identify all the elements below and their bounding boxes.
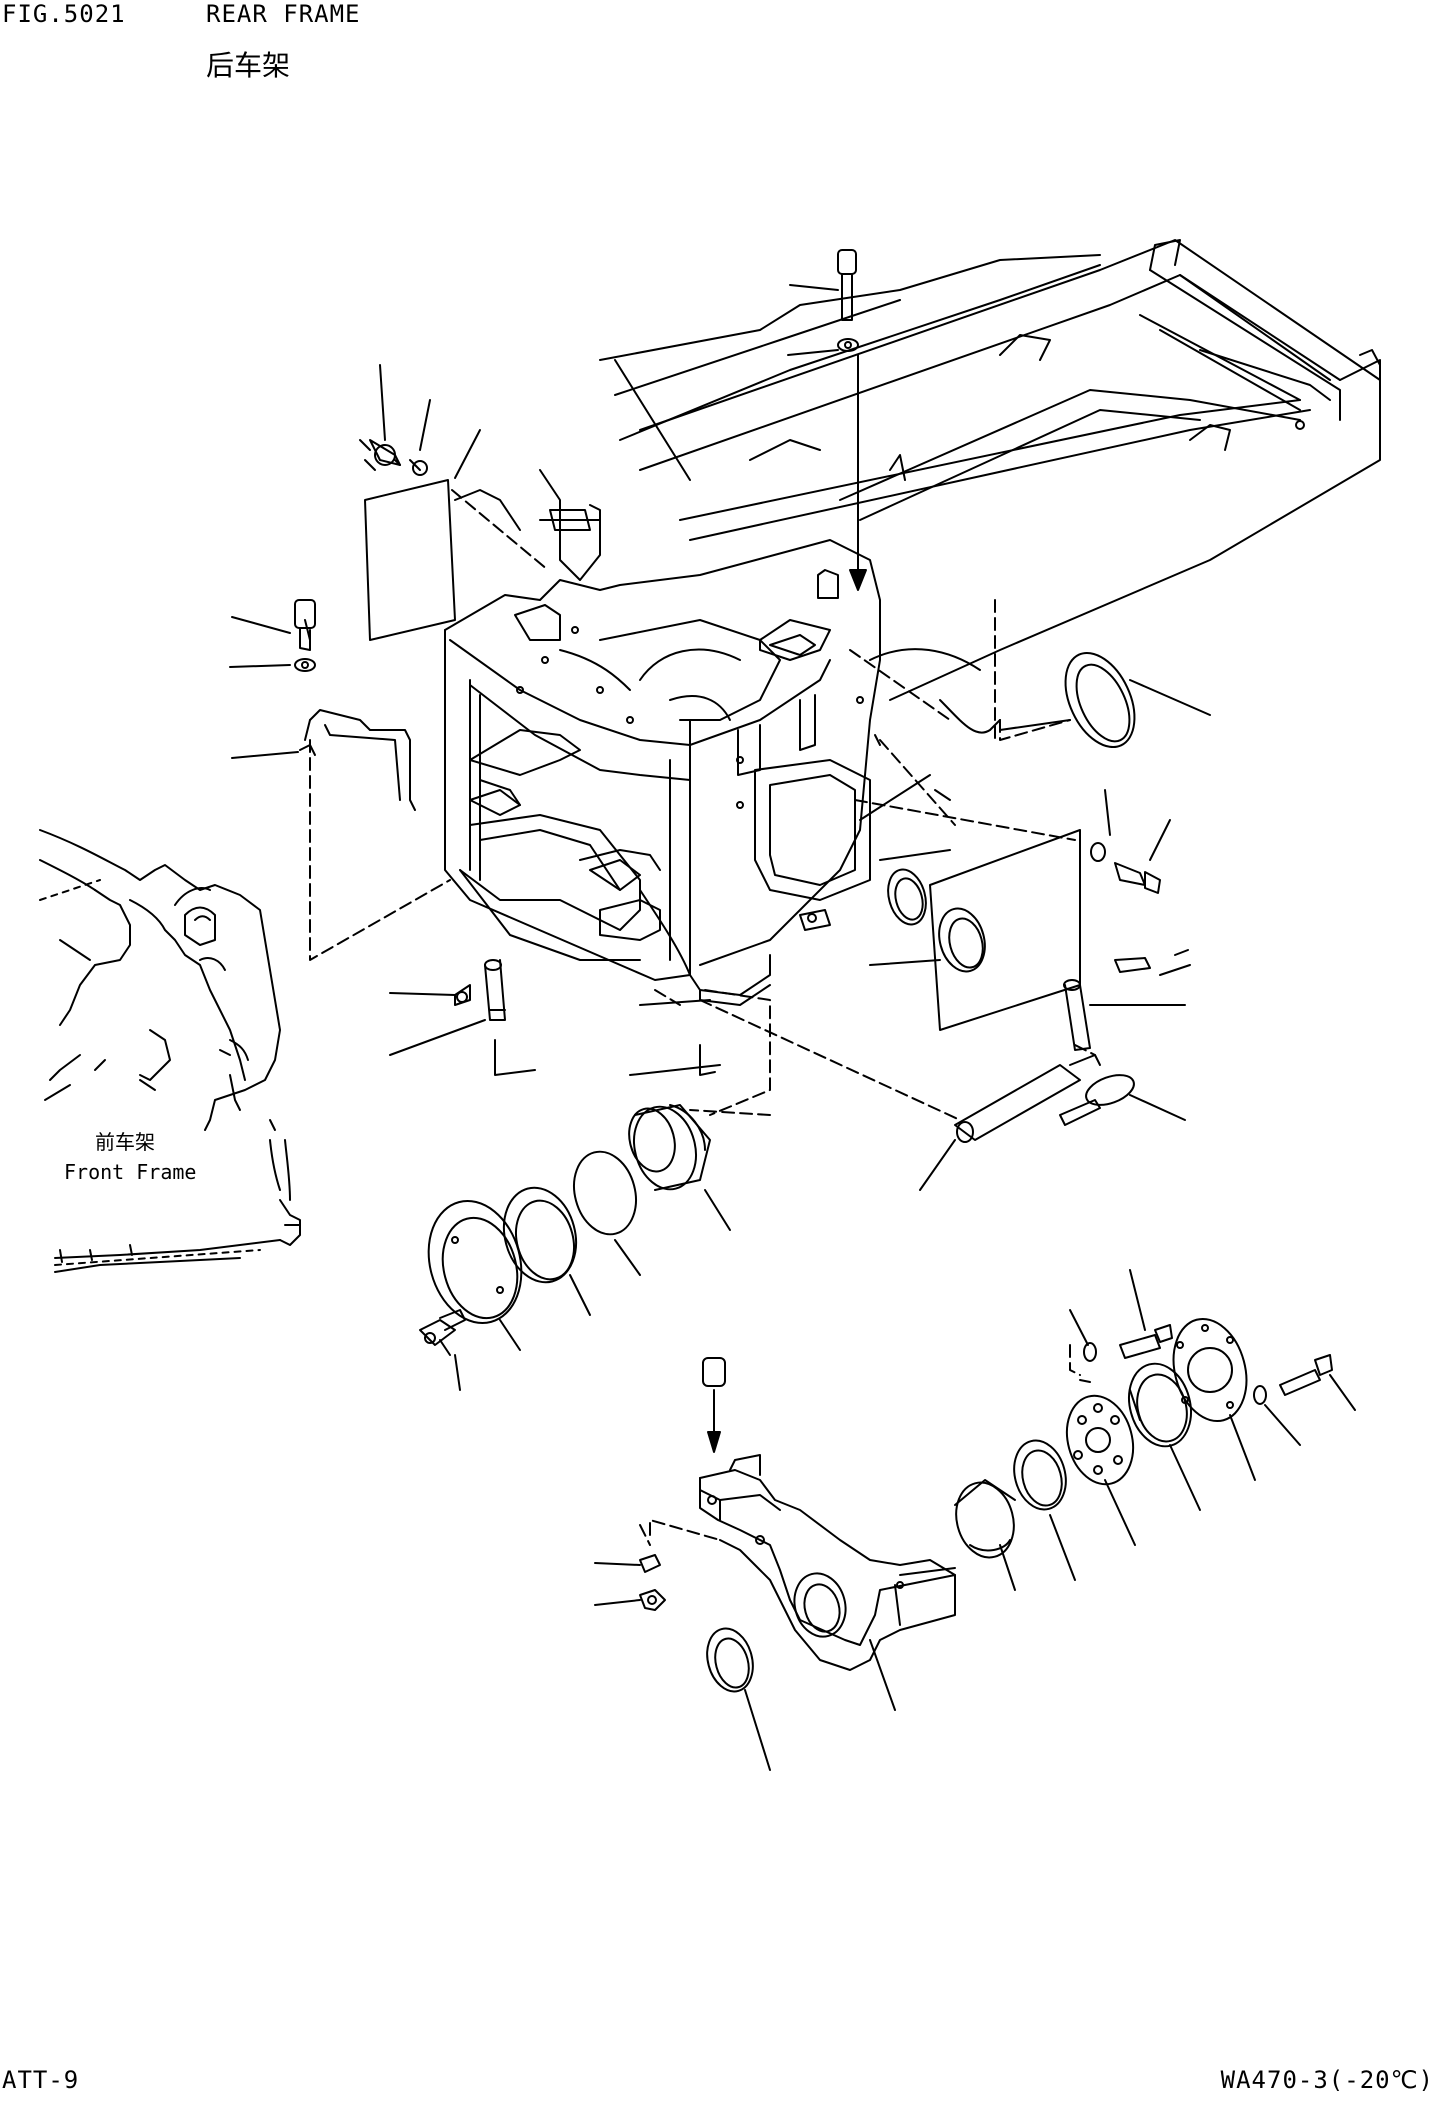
upper-right-ring-seal xyxy=(1000,642,1210,758)
rear-frame-main-body xyxy=(445,240,1380,1005)
figure-title-english: REAR FRAME xyxy=(206,0,361,28)
top-center-bolt xyxy=(788,250,866,598)
front-frame-hatch-dashes xyxy=(40,880,260,1265)
figure-number: FIG.5021 xyxy=(2,0,126,28)
front-frame-label-english: Front Frame xyxy=(64,1160,197,1184)
right-side-cover-plate xyxy=(860,775,1190,1030)
lower-right-ring-set xyxy=(948,1270,1355,1590)
front-frame-outline xyxy=(40,830,300,1272)
figure-title-chinese: 后车架 xyxy=(206,49,291,82)
center-ring-set xyxy=(415,1100,730,1390)
right-pin-and-ring xyxy=(920,980,1185,1190)
upper-left-cover-plate xyxy=(360,365,520,640)
lower-axle-bracket xyxy=(595,1358,955,1770)
page-id: ATT-9 xyxy=(2,2066,80,2094)
left-guard-bracket xyxy=(230,600,415,810)
front-frame-label-chinese: 前车架 xyxy=(95,1130,155,1154)
callout-leader-lines xyxy=(615,360,1140,1420)
model-designation: WA470-3(-20℃) xyxy=(1220,2066,1434,2094)
assembly-dashed-lines xyxy=(310,490,1095,1545)
